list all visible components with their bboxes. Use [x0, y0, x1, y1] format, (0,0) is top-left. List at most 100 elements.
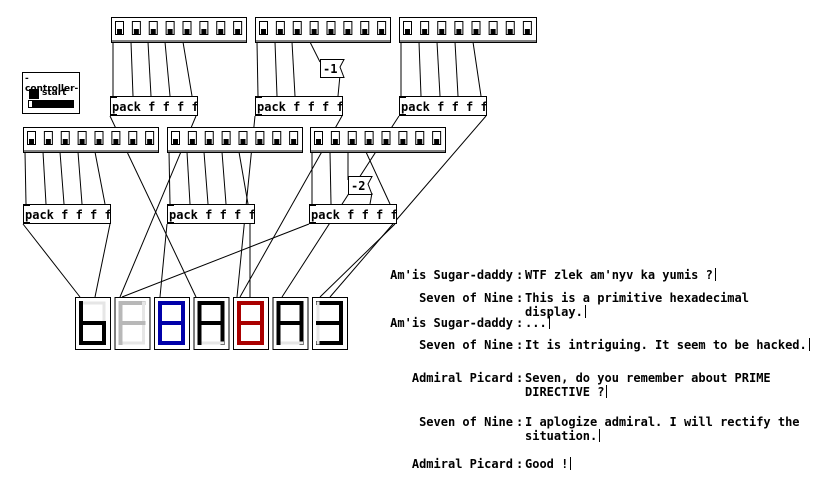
toggle-fill — [524, 29, 530, 34]
minus-objects: -1 -2 — [320, 59, 373, 195]
chat-speaker: Seven of Nine — [419, 338, 513, 352]
bank-toggle[interactable] — [216, 21, 226, 35]
toggle-fill — [261, 29, 266, 34]
bank-toggle[interactable] — [43, 131, 53, 145]
bank-toggle[interactable] — [330, 131, 340, 145]
bank-toggle[interactable] — [238, 131, 248, 145]
bank-toggle[interactable] — [420, 21, 430, 35]
bank-toggle[interactable] — [77, 131, 87, 145]
patch-wire — [94, 151, 106, 205]
bank-toggle[interactable] — [221, 131, 231, 145]
bank-toggle[interactable] — [275, 21, 285, 35]
bank-toggle[interactable] — [505, 21, 515, 35]
chat-message[interactable]: Seven, do you remember about PRIME DIREC… — [525, 371, 810, 399]
bank-toggle[interactable] — [364, 131, 374, 145]
chat-speaker: Admiral Picard — [411, 457, 513, 471]
chat-message[interactable]: WTF zlek am'nyv ka yumis ? — [525, 268, 810, 282]
patch-wire — [337, 74, 341, 97]
bank-toggle[interactable] — [171, 131, 180, 145]
chat-message-text: This is a primitive hexadecimal display. — [525, 291, 757, 319]
patch-wire — [94, 223, 111, 298]
bank-toggle[interactable] — [343, 21, 353, 35]
minus-label: -1 — [323, 62, 337, 76]
bank-toggle[interactable] — [27, 131, 36, 145]
start-toggle[interactable] — [29, 89, 39, 99]
controller-panel: -controller- start — [22, 72, 80, 114]
bank-toggle[interactable] — [187, 131, 197, 145]
bank-toggle[interactable] — [131, 21, 141, 35]
bank-toggle[interactable] — [145, 131, 155, 145]
bank-toggle[interactable] — [199, 21, 209, 35]
pack-object[interactable]: pack f f f f — [399, 96, 488, 116]
bank-toggle[interactable] — [292, 21, 302, 35]
bank-toggle[interactable] — [398, 131, 408, 145]
patch-wire — [147, 41, 152, 97]
bank-toggle[interactable] — [415, 131, 425, 145]
pack-object[interactable]: pack f f f f — [309, 204, 398, 224]
chat-message[interactable]: ... — [525, 316, 810, 330]
patch-wire — [238, 151, 249, 205]
toggle-fill — [400, 139, 406, 144]
chat-message[interactable]: Good ! — [525, 457, 810, 471]
bank-toggle[interactable] — [314, 131, 323, 145]
text-caret — [714, 268, 716, 281]
pack-object[interactable]: pack f f f f — [110, 96, 199, 116]
bank-toggle[interactable] — [437, 21, 447, 35]
controller-slider[interactable] — [28, 100, 74, 108]
bank-toggle[interactable] — [148, 21, 158, 35]
bank-toggle[interactable] — [272, 131, 282, 145]
chat-message[interactable]: It is intriguing. It seem to be hacked. — [525, 338, 810, 352]
slider-handle[interactable] — [29, 101, 32, 107]
patch-wire — [454, 41, 459, 97]
bank-toggle[interactable] — [233, 21, 243, 35]
bank-toggle[interactable] — [128, 131, 138, 145]
text-caret — [599, 429, 601, 442]
pack-object[interactable]: pack f f f f — [167, 204, 256, 224]
bank-toggle[interactable] — [403, 21, 412, 35]
patch-wire — [77, 151, 83, 205]
chat-message[interactable]: I aplogize admiral. I will rectify the s… — [525, 415, 810, 443]
patch-wire — [121, 223, 310, 298]
bank-toggle[interactable] — [347, 131, 357, 145]
seven-seg-value: A — [290, 359, 291, 362]
pack-object[interactable]: pack f f f f — [255, 96, 344, 116]
bank-toggle[interactable] — [94, 131, 104, 145]
bank-toggle[interactable] — [381, 131, 391, 145]
chat-speaker: Seven of Nine — [419, 291, 513, 305]
seven-seg-digit: b — [75, 297, 111, 350]
bank-toggle[interactable] — [471, 21, 481, 35]
bank-toggle[interactable] — [326, 21, 336, 35]
bank-toggle[interactable] — [432, 131, 442, 145]
bank-toggle[interactable] — [360, 21, 370, 35]
chat-separator: : — [516, 291, 524, 305]
toggle-fill — [328, 29, 334, 34]
bank-toggle[interactable] — [522, 21, 532, 35]
toggle-fill — [240, 139, 246, 144]
bank-toggle[interactable] — [111, 131, 121, 145]
chat-speaker: Am'is Sugar-daddy — [390, 316, 513, 330]
bank-toggle[interactable] — [377, 21, 387, 35]
pack-object[interactable]: pack f f f f — [23, 204, 112, 224]
pack-label: pack f f f f — [169, 208, 256, 222]
bank-toggle[interactable] — [289, 131, 299, 145]
patch-wire — [472, 41, 482, 97]
minus-label: -2 — [351, 179, 365, 193]
chat-message[interactable]: This is a primitive hexadecimal display. — [525, 291, 810, 319]
minus-object[interactable]: -1 — [320, 59, 345, 78]
patch-wire — [291, 41, 296, 97]
bank-toggle[interactable] — [488, 21, 498, 35]
bank-toggle[interactable] — [454, 21, 464, 35]
bank-toggle[interactable] — [255, 131, 265, 145]
bank-toggle[interactable] — [60, 131, 70, 145]
bank-toggle[interactable] — [115, 21, 124, 35]
minus-object[interactable]: -2 — [348, 176, 373, 195]
bank-toggle[interactable] — [204, 131, 214, 145]
patch-wire — [436, 41, 441, 97]
bank-toggle[interactable] — [259, 21, 268, 35]
chat-entry: Am'is Sugar-daddy:... — [380, 316, 810, 332]
patch-wire — [418, 41, 422, 97]
bank-toggle[interactable] — [309, 21, 319, 35]
bank-toggle[interactable] — [165, 21, 175, 35]
bank-toggle[interactable] — [182, 21, 192, 35]
chat-message-text: WTF zlek am'nyv ka yumis ? — [525, 268, 713, 282]
